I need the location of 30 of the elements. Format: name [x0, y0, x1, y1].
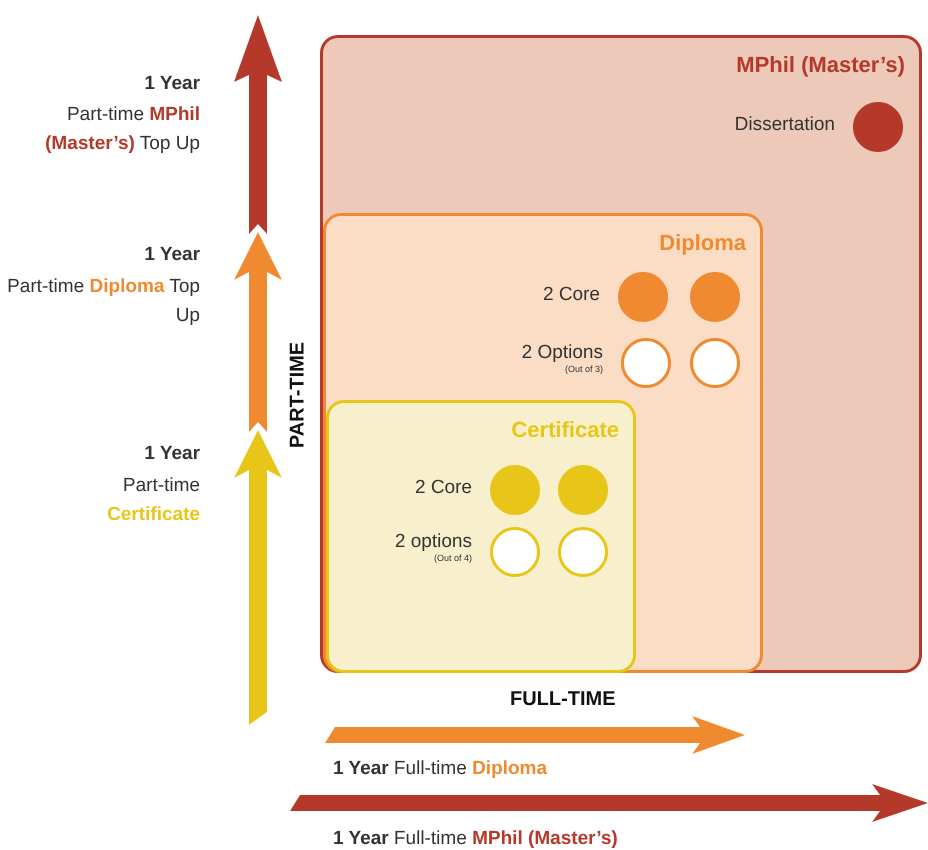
- box-title: MPhil (Master’s): [736, 52, 905, 78]
- box-title: Diploma: [659, 230, 746, 256]
- qualification-box: [320, 35, 922, 673]
- empty-circle: [490, 527, 540, 577]
- filled-circle: [690, 272, 740, 322]
- duration-label: 1 Year: [144, 244, 200, 266]
- module-label: 2 options (Out of 4): [394, 531, 472, 563]
- module-label: 2 Core: [542, 284, 600, 306]
- duration-label: 1 Year: [144, 443, 200, 465]
- module-label: 2 Options (Out of 3): [522, 342, 603, 374]
- filled-circle: [490, 465, 540, 515]
- duration-label: 1 Year: [144, 73, 200, 95]
- pathway-label: Part-time Diploma Top Up: [6, 275, 200, 328]
- filled-circle: [558, 465, 608, 515]
- empty-circle: [621, 338, 671, 388]
- axis-title: FULL-TIME: [510, 688, 616, 711]
- qualification-box: [326, 400, 636, 673]
- pathway-label: Part-time MPhil (Master’s) Top Up: [44, 103, 200, 156]
- filled-circle: [618, 272, 668, 322]
- box-title: Certificate: [511, 417, 619, 443]
- pathway-label: Part-time Certificate: [106, 474, 200, 527]
- axis-title: PART-TIME: [286, 342, 310, 448]
- empty-circle: [558, 527, 608, 577]
- pathway-label: 1 Year Full-time Diploma: [333, 758, 548, 780]
- module-label: 2 Core: [414, 477, 472, 499]
- filled-circle: [853, 102, 903, 152]
- pathway-label: 1 Year Full-time MPhil (Master’s): [333, 828, 618, 850]
- empty-circle: [690, 338, 740, 388]
- qualification-box: [323, 213, 763, 673]
- module-label: Dissertation: [734, 114, 835, 136]
